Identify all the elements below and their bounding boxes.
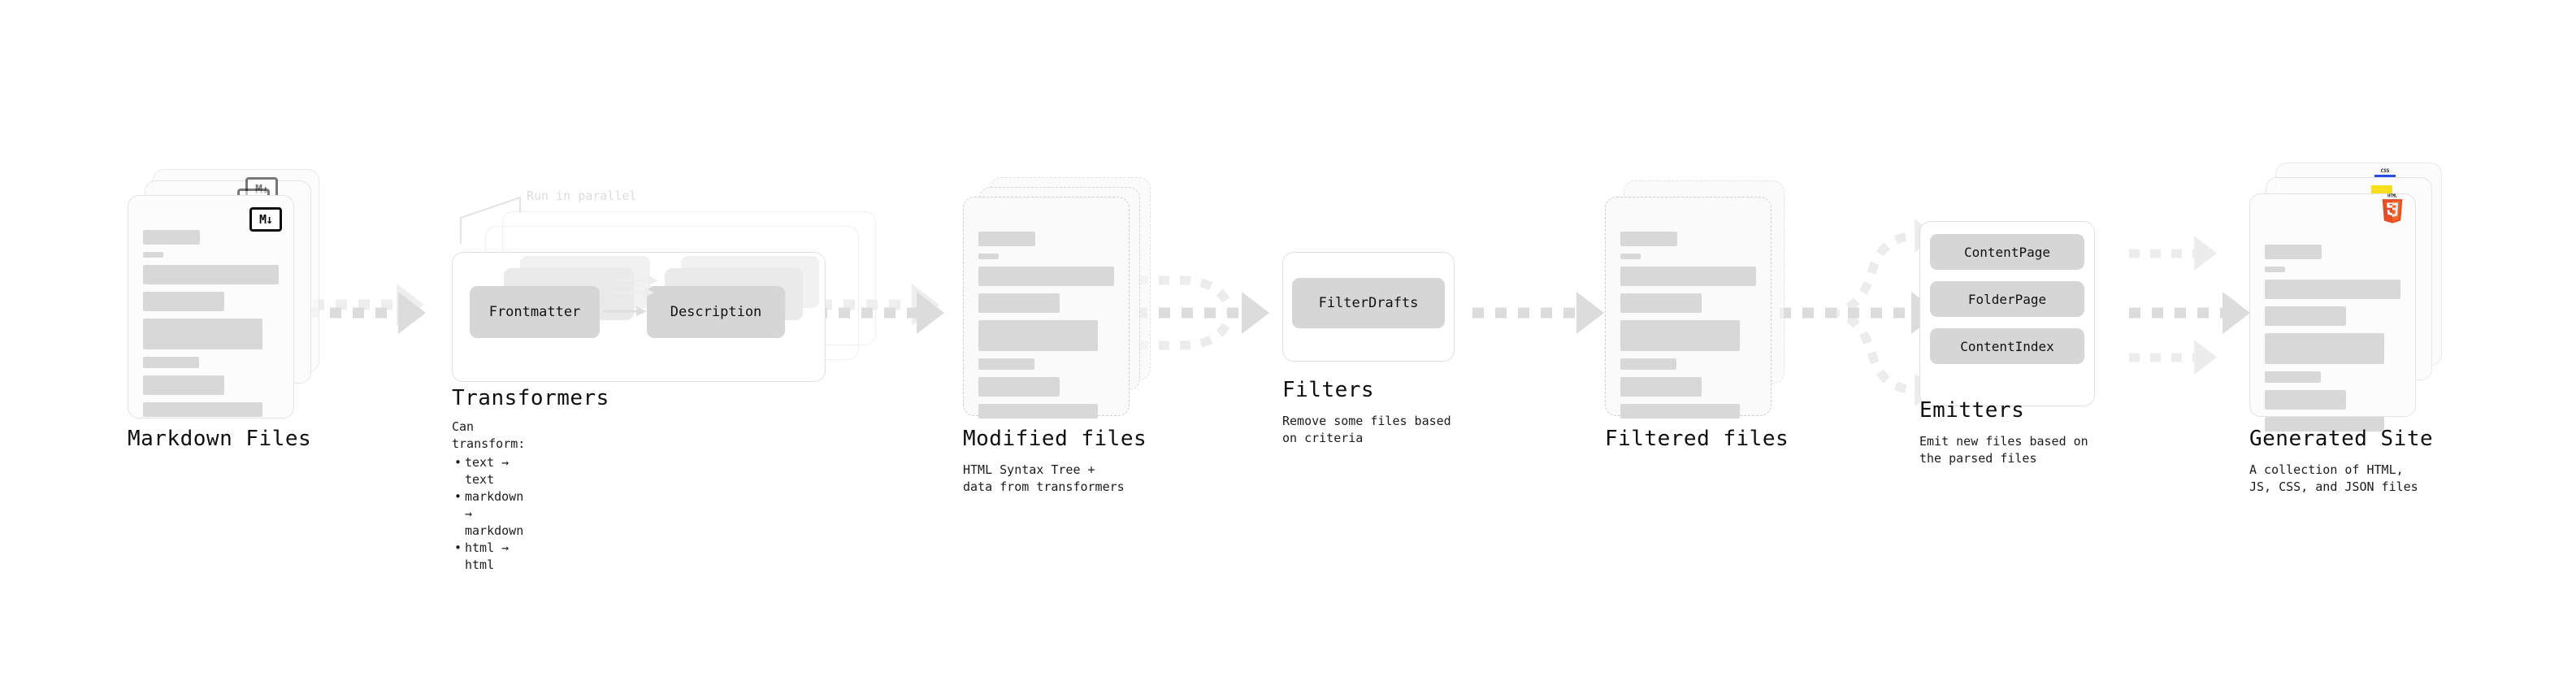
content-bar (1620, 267, 1756, 286)
transformers-bullet: html → html (454, 540, 525, 574)
content-bar (1620, 320, 1740, 351)
stage-title-filters: Filters (1282, 378, 1375, 402)
modified-card-content (978, 232, 1114, 426)
content-bar (978, 232, 1036, 246)
stage-title-modified-files: Modified files (963, 427, 1147, 451)
filtered-card-front[interactable] (1605, 197, 1772, 419)
filter-pill-filterdrafts[interactable]: FilterDrafts (1292, 278, 1445, 328)
content-bar (2265, 417, 2384, 432)
emitter-pill-folderpage[interactable]: FolderPage (1930, 281, 2084, 317)
stage-description-emitters: Emit new files based on the parsed files (1919, 434, 2088, 466)
content-bar (978, 377, 1060, 397)
connector-filtered-to-emitters (1780, 219, 1939, 406)
transformers-bullet: markdown → markdown (454, 488, 525, 540)
stage-description-modified-files: HTML Syntax Tree + data from transformer… (963, 462, 1125, 494)
content-bar (978, 320, 1098, 351)
stage-title-generated-site: Generated Site (2249, 427, 2434, 451)
stage-title-transformers: Transformers (452, 386, 609, 410)
transformer-pill-description[interactable]: Description (647, 286, 785, 338)
transformers-description-header: Can transform: (452, 419, 526, 451)
content-bar (1620, 404, 1740, 419)
transformers-bullet: text → text (454, 454, 525, 488)
html5-icon: HTML (2382, 193, 2403, 223)
stage-title-emitters: Emitters (1919, 398, 2025, 423)
modified-card-front[interactable] (963, 197, 1130, 419)
connector-filters-to-filtered (1472, 292, 1604, 334)
markdown-card-content (143, 230, 279, 424)
stage-description-generated-site: A collection of HTML, JS, CSS, and JSON … (2249, 462, 2418, 494)
emitter-pill-contentindex[interactable]: ContentIndex (1930, 328, 2084, 364)
content-bar (978, 293, 1060, 313)
filtered-card-content (1620, 232, 1756, 426)
connector-modified-to-filters (1136, 275, 1269, 350)
emitter-pill-contentpage[interactable]: ContentPage (1930, 234, 2084, 270)
content-bar (143, 292, 225, 311)
content-bar (143, 402, 262, 417)
content-bar (1620, 254, 1641, 259)
content-bar (2265, 280, 2400, 299)
content-bar (978, 358, 1034, 370)
stage-description-filters: Remove some files based on criteria (1282, 414, 1451, 445)
content-bar (2265, 306, 2347, 326)
site-card-content (2265, 245, 2400, 439)
content-bar (143, 252, 164, 258)
css-icon-underline (2374, 175, 2396, 177)
content-bar (2265, 267, 2286, 272)
content-bar (2265, 371, 2321, 383)
stage-title-markdown-files: Markdown Files (128, 427, 312, 451)
content-bar (2265, 390, 2347, 410)
content-bar (978, 254, 1000, 259)
transformers-description: Can transform: text → text markdown → ma… (452, 419, 525, 574)
connector-markdown-to-transformers (307, 284, 426, 334)
content-bar (2265, 333, 2384, 364)
site-card-front[interactable] (2249, 193, 2416, 432)
stage-title-filtered-files: Filtered files (1605, 427, 1789, 451)
css-icon-label: CSS (2380, 168, 2390, 174)
content-bar (143, 230, 201, 245)
content-bar (1620, 377, 1702, 397)
content-bar (143, 375, 225, 395)
content-bar (978, 404, 1098, 419)
run-in-parallel-note: Run in parallel (527, 189, 637, 203)
svg-text:HTML: HTML (2387, 193, 2397, 198)
markdown-card-front[interactable]: M↓ (128, 195, 294, 419)
content-bar (143, 357, 199, 368)
content-bar (143, 265, 279, 284)
content-bar (1620, 293, 1702, 313)
connector-emitters-to-site (2129, 236, 2250, 375)
content-bar (1620, 232, 1678, 246)
content-bar (143, 319, 262, 349)
css-icon: CSS (2374, 169, 2396, 179)
content-bar (2265, 245, 2322, 259)
content-bar (1620, 358, 1676, 370)
markdown-icon: M↓ (249, 207, 282, 232)
content-bar (978, 267, 1114, 286)
transformer-pill-frontmatter[interactable]: Frontmatter (470, 286, 600, 338)
